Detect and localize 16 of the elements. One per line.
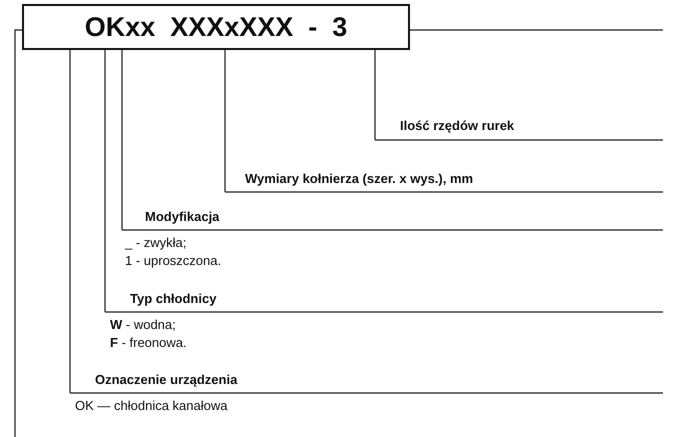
- description-text: 1 - uproszczona.: [125, 253, 222, 268]
- description-text: OK — chłodnica kanałowa: [75, 398, 228, 413]
- leader-line: [224, 50, 226, 192]
- field-heading: Modyfikacja: [145, 209, 220, 224]
- description-text: W - wodna;: [110, 317, 176, 332]
- leader-line: [69, 50, 71, 393]
- field-heading: Wymiary kołnierza (szer. x wys.), mm: [245, 171, 474, 186]
- leader-line: [121, 50, 123, 230]
- description-text: F - freonowa.: [110, 335, 187, 350]
- field-heading: Oznaczenie urządzenia: [95, 372, 238, 387]
- field-heading: Ilość rzędów rurek: [400, 118, 514, 133]
- field-heading: Typ chłodnicy: [130, 291, 216, 306]
- leader-line: [104, 50, 106, 312]
- description-text: _ - zwykła;: [125, 235, 186, 250]
- leader-line: [374, 50, 376, 140]
- code-box: OKxx XXXxXXX - 3: [22, 4, 410, 50]
